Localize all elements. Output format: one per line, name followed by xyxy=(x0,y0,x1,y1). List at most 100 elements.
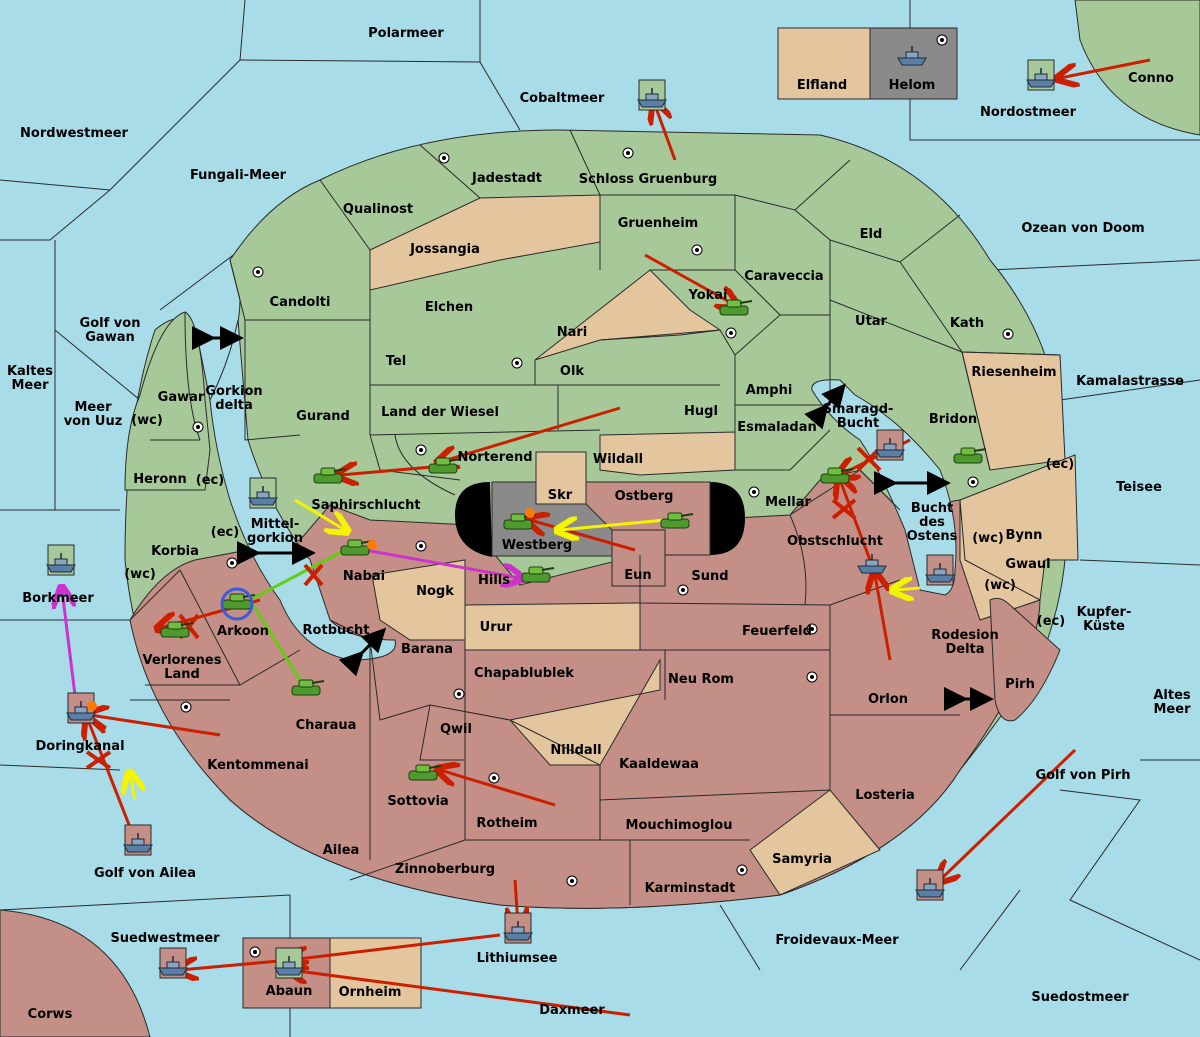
coast-tag-ec: (ec) xyxy=(1046,457,1074,472)
combat-marker xyxy=(525,508,535,518)
label-neu-rom: Neu Rom xyxy=(668,672,734,687)
label-nari: Nari xyxy=(557,325,588,340)
province-wildall[interactable] xyxy=(599,431,736,476)
label-borkmeer: Borkmeer xyxy=(22,591,94,606)
label-norterend: Norterend xyxy=(457,450,532,465)
label-hills: Hills xyxy=(478,573,510,588)
label-gruenheim: Gruenheim xyxy=(618,216,698,231)
label-golf-von-pirh: Golf von Pirh xyxy=(1035,768,1130,783)
label-kaaldewaa: Kaaldewaa xyxy=(619,757,699,772)
label-kath: Kath xyxy=(950,316,984,331)
label-kupfer-kueste: Kupfer-Küste xyxy=(1077,605,1132,634)
province-bynn-gwaul[interactable] xyxy=(959,454,1079,621)
label-nordostmeer: Nordostmeer xyxy=(980,105,1077,120)
label-rotheim: Rotheim xyxy=(476,816,537,831)
label-golf-von-ailea: Golf von Ailea xyxy=(94,866,196,881)
label-hugl: Hugl xyxy=(684,404,718,419)
capital-right-cap xyxy=(710,482,745,555)
coast-tag-wc: (wc) xyxy=(124,567,156,582)
coast-tag-wc: (wc) xyxy=(131,413,163,428)
label-kamalastrasse: Kamalastrasse xyxy=(1076,374,1184,389)
label-feuerfeld: Feuerfeld xyxy=(742,624,812,639)
label-helom: Helom xyxy=(889,78,936,93)
label-schloss-gruenburg: Schloss Gruenburg xyxy=(579,172,717,187)
label-nordwestmeer: Nordwestmeer xyxy=(20,126,128,141)
label-daxmeer: Daxmeer xyxy=(539,1003,605,1018)
label-jossangia: Jossangia xyxy=(409,242,480,257)
province-nogk[interactable] xyxy=(371,559,466,641)
coast-tag-wc: (wc) xyxy=(972,531,1004,546)
label-suedwestmeer: Suedwestmeer xyxy=(110,931,220,946)
label-chapablublek: Chapablublek xyxy=(474,666,574,681)
province-eun[interactable] xyxy=(611,529,666,587)
channel-smaragd-bucht-ostens[interactable] xyxy=(811,379,957,596)
label-gawar: Gawar xyxy=(158,390,205,405)
province-pirh[interactable] xyxy=(989,597,1061,722)
label-kentommenai: Kentommenai xyxy=(207,758,308,773)
label-ornheim: Ornheim xyxy=(339,985,402,1000)
units xyxy=(46,45,1056,979)
label-polarmeer: Polarmeer xyxy=(368,26,444,41)
province-corws[interactable] xyxy=(0,909,151,1037)
label-teisee: Teisee xyxy=(1116,480,1162,495)
label-korbia: Korbia xyxy=(151,544,199,559)
dislodged-marker xyxy=(220,587,254,621)
label-nogk: Nogk xyxy=(416,584,454,599)
label-fungali-meer: Fungali-Meer xyxy=(190,168,287,183)
label-candolti: Candolti xyxy=(270,295,331,310)
label-urur: Urur xyxy=(480,620,513,635)
province-samyria[interactable] xyxy=(749,789,881,896)
label-cobaltmeer: Cobaltmeer xyxy=(520,91,605,106)
channel-gorkion-rotbucht[interactable] xyxy=(209,319,396,661)
label-esmaladan: Esmaladan xyxy=(737,420,817,435)
label-riesenheim: Riesenheim xyxy=(971,365,1056,380)
label-mouchimoglou: Mouchimoglou xyxy=(626,818,733,833)
label-abaun: Abaun xyxy=(266,984,313,999)
label-sottovia: Sottovia xyxy=(387,794,448,809)
label-heronn: Heronn xyxy=(133,472,187,487)
region-labels: Polarmeer Cobaltmeer Nordwestmeer Fungal… xyxy=(7,26,1191,1022)
label-nabai: Nabai xyxy=(343,569,385,584)
province-borders xyxy=(125,129,1061,905)
label-froidevaux-meer: Froidevaux-Meer xyxy=(775,933,899,948)
label-jadestadt: Jadestadt xyxy=(471,171,542,186)
label-ozean-von-doom: Ozean von Doom xyxy=(1021,221,1144,236)
label-sund: Sund xyxy=(691,569,728,584)
label-wildall: Wildall xyxy=(593,452,643,467)
label-samyria: Samyria xyxy=(772,852,832,867)
capital-left-cap xyxy=(455,482,492,557)
label-mellar: Mellar xyxy=(765,495,811,510)
province-elfland[interactable] xyxy=(777,27,871,100)
label-obstschlucht: Obstschlucht xyxy=(787,534,883,549)
label-gurand: Gurand xyxy=(296,409,350,424)
label-westberg: Westberg xyxy=(502,538,572,553)
label-olk: Olk xyxy=(560,364,585,379)
label-orlon: Orlon xyxy=(868,692,908,707)
label-charaua: Charaua xyxy=(296,718,357,733)
label-lithiumsee: Lithiumsee xyxy=(477,951,558,966)
coast-tag-ec: (ec) xyxy=(211,525,239,540)
label-losteria: Losteria xyxy=(855,788,915,803)
label-suedostmeer: Suedostmeer xyxy=(1031,990,1129,1005)
label-elfland: Elfland xyxy=(797,78,847,93)
label-qwil: Qwil xyxy=(440,722,472,737)
label-elchen: Elchen xyxy=(425,300,473,315)
label-conno: Conno xyxy=(1128,71,1174,86)
label-zinnoberburg: Zinnoberburg xyxy=(395,862,495,877)
label-gwaul: Gwaul xyxy=(1005,557,1050,572)
label-bynn: Bynn xyxy=(1006,528,1043,543)
label-eun: Eun xyxy=(624,568,651,583)
label-tel: Tel xyxy=(386,354,406,369)
label-land-der-wiesel: Land der Wiesel xyxy=(381,405,499,420)
coast-tag-wc: (wc) xyxy=(984,578,1016,593)
order-arrows xyxy=(62,58,1151,1017)
label-ailea: Ailea xyxy=(323,843,360,858)
coast-tag-ec: (ec) xyxy=(1037,614,1065,629)
label-karminstadt: Karminstadt xyxy=(645,881,736,896)
